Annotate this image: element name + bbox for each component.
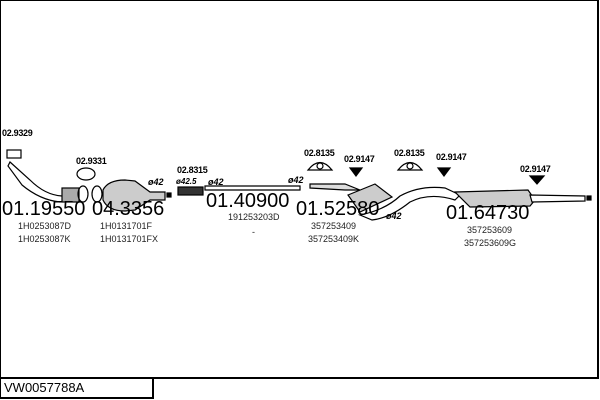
tail-end bbox=[586, 195, 592, 201]
part-ref: 1H0253087K bbox=[18, 234, 71, 244]
front-pipe bbox=[7, 161, 69, 203]
part-number: 04.3356 bbox=[92, 198, 165, 220]
diameter-label: ø42 bbox=[208, 177, 224, 187]
diagram-code: VW0057788A bbox=[0, 378, 154, 399]
part-number: 01.19550 bbox=[2, 198, 86, 220]
diameter-label: ø42 bbox=[288, 175, 304, 185]
clamp-icon bbox=[177, 186, 204, 196]
middle-pipe bbox=[204, 185, 301, 191]
clamp-icon bbox=[166, 192, 172, 198]
accessory-label: 02.8315 bbox=[177, 165, 208, 175]
accessory-label: 02.9329 bbox=[2, 128, 33, 138]
flex-section bbox=[61, 187, 80, 203]
front-silencer bbox=[347, 183, 394, 213]
rubber-mount-icon bbox=[528, 175, 546, 185]
tail-pipe bbox=[529, 194, 586, 203]
link-pipe bbox=[357, 186, 462, 221]
part-number: 01.40900 bbox=[206, 190, 290, 212]
diameter-label: ø42.5 bbox=[176, 177, 197, 186]
flange-icon bbox=[77, 185, 89, 203]
part-ref: 357253409K bbox=[308, 234, 360, 244]
gasket-icon bbox=[6, 149, 22, 159]
diameter-label: ø42 bbox=[148, 177, 164, 187]
rubber-mount-icon bbox=[348, 167, 364, 177]
part-ref: 357253609 bbox=[467, 225, 513, 235]
diameter-label: ø42 bbox=[386, 211, 402, 221]
accessory-label: 02.9147 bbox=[436, 152, 467, 162]
accessory-label: 02.9147 bbox=[520, 164, 551, 174]
accessory-label: 02.8135 bbox=[304, 148, 335, 158]
rear-silencer bbox=[453, 189, 536, 208]
accessory-label: 02.9331 bbox=[76, 156, 107, 166]
flange-icon bbox=[91, 185, 103, 203]
part-ref: - bbox=[252, 227, 255, 237]
part-ref: 191253203D bbox=[228, 212, 280, 222]
part-ref: 1H0131701FX bbox=[100, 234, 159, 244]
rubber-mount-icon bbox=[436, 167, 452, 177]
diagram-frame bbox=[0, 0, 599, 379]
part-number: 01.52580 bbox=[296, 198, 380, 220]
part-ref: 1H0253087D bbox=[18, 221, 72, 231]
accessory-label: 02.9147 bbox=[344, 154, 375, 164]
part-ref: 1H0131701F bbox=[100, 221, 153, 231]
part-ref: 357253609G bbox=[464, 238, 517, 248]
part-number: 01.64730 bbox=[446, 202, 530, 224]
accessory-label: 02.8135 bbox=[394, 148, 425, 158]
ring-gasket-icon bbox=[76, 167, 96, 181]
part-ref: 357253409 bbox=[311, 221, 357, 231]
front-silencer-pipe bbox=[309, 183, 361, 191]
catalyst bbox=[102, 179, 166, 212]
